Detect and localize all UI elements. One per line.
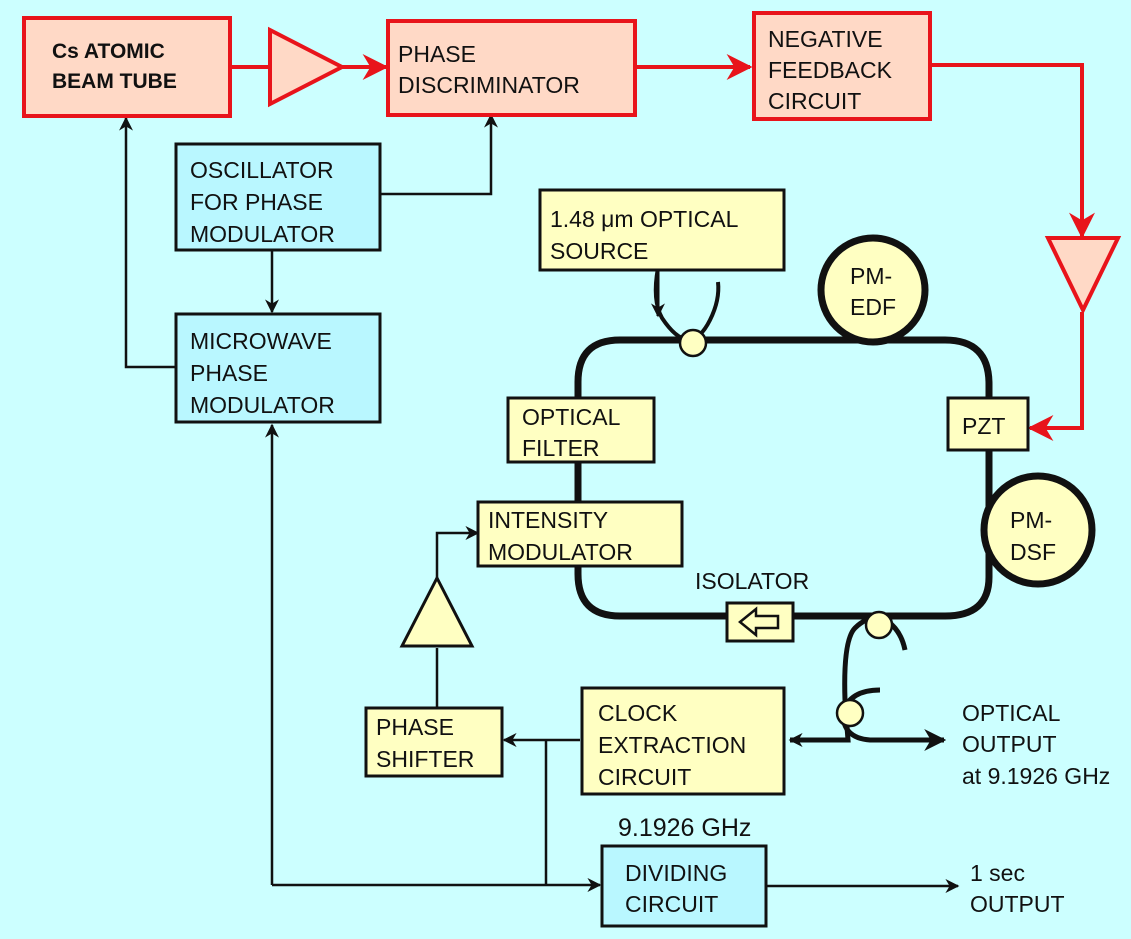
optical-source-block: 1.48 μm OPTICAL SOURCE [538, 188, 786, 272]
isolator-block [725, 601, 795, 643]
block-label: MICROWAVE [190, 328, 332, 354]
pm-dsf-label: PM- [1010, 507, 1052, 533]
oscillator-block: OSCILLATOR FOR PHASE MODULATOR [174, 142, 382, 252]
left-arrow-icon [738, 606, 780, 638]
sec-output-label: OUTPUT [970, 891, 1065, 917]
pm-edf-coil [817, 234, 929, 346]
block-label: PZT [962, 413, 1005, 439]
block-label: MODULATOR [488, 539, 633, 565]
block-label: SHIFTER [376, 746, 474, 772]
block-label: FILTER [522, 435, 600, 461]
isolator-label: ISOLATOR [695, 568, 809, 594]
pm-edf-label: PM- [850, 263, 892, 289]
coupler-icon [835, 698, 865, 728]
phase-shifter-block: PHASE SHIFTER [364, 706, 504, 778]
block-label: Cs ATOMIC [52, 40, 165, 63]
optical-output-label: at 9.1926 GHz [962, 763, 1110, 789]
block-label: FEEDBACK [768, 57, 893, 83]
intensity-modulator-block: INTENSITY MODULATOR [476, 500, 684, 568]
coupler-icon [864, 610, 894, 640]
block-label: CIRCUIT [768, 88, 861, 114]
sec-output-label: 1 sec [970, 860, 1025, 886]
block-label: NEGATIVE [768, 26, 883, 52]
phase-discriminator-block: PHASE DISCRIMINATOR [386, 19, 637, 117]
block-label: BEAM TUBE [52, 70, 177, 93]
amplifier-icon [399, 574, 475, 648]
block-label: OPTICAL [522, 404, 621, 430]
output-coupler [788, 613, 947, 751]
block-label: EXTRACTION [598, 732, 746, 758]
dividing-circuit-block: DIVIDING CIRCUIT [600, 844, 768, 928]
coupler-icon [678, 328, 708, 358]
block-label: DISCRIMINATOR [398, 72, 580, 98]
block-label: DIVIDING [625, 860, 727, 886]
pm-dsf-label: DSF [1010, 539, 1056, 565]
pm-dsf-coil [980, 472, 1096, 588]
block-label: OSCILLATOR [190, 157, 334, 183]
block-label: FOR PHASE [190, 189, 323, 215]
block-label: CLOCK [598, 700, 678, 726]
pm-edf-label: EDF [850, 294, 896, 320]
clock-extraction-circuit-block: CLOCK EXTRACTION CIRCUIT [580, 686, 786, 796]
block-label: MODULATOR [190, 221, 335, 247]
block-label: PHASE [398, 41, 476, 67]
optical-output-label: OPTICAL [962, 700, 1061, 726]
block-label: PHASE [376, 714, 454, 740]
optical-output-label: OUTPUT [962, 731, 1057, 757]
cs-atomic-beam-tube-block: Cs ATOMIC BEAM TUBE [22, 16, 232, 118]
block-label: 1.48 μm OPTICAL [550, 206, 739, 232]
frequency-label: 9.1926 GHz [618, 814, 751, 842]
fiber-ring [574, 336, 993, 620]
microwave-phase-modulator-block: MICROWAVE PHASE MODULATOR [174, 312, 382, 424]
block-label: CIRCUIT [598, 764, 691, 790]
amplifier-icon [1044, 236, 1122, 315]
block-label: CIRCUIT [625, 891, 718, 917]
input-coupler [651, 267, 721, 342]
amplifier-icon [268, 26, 347, 108]
block-label: INTENSITY [488, 507, 608, 533]
block-label: SOURCE [550, 238, 648, 264]
block-label: MODULATOR [190, 392, 335, 418]
pzt-block: PZT [946, 396, 1030, 452]
optical-filter-block: OPTICAL FILTER [506, 396, 656, 464]
negative-feedback-circuit-block: NEGATIVE FEEDBACK CIRCUIT [752, 11, 932, 121]
block-label: PHASE [190, 360, 268, 386]
control-loop-lines [230, 54, 1095, 441]
signal-lines [119, 113, 960, 893]
